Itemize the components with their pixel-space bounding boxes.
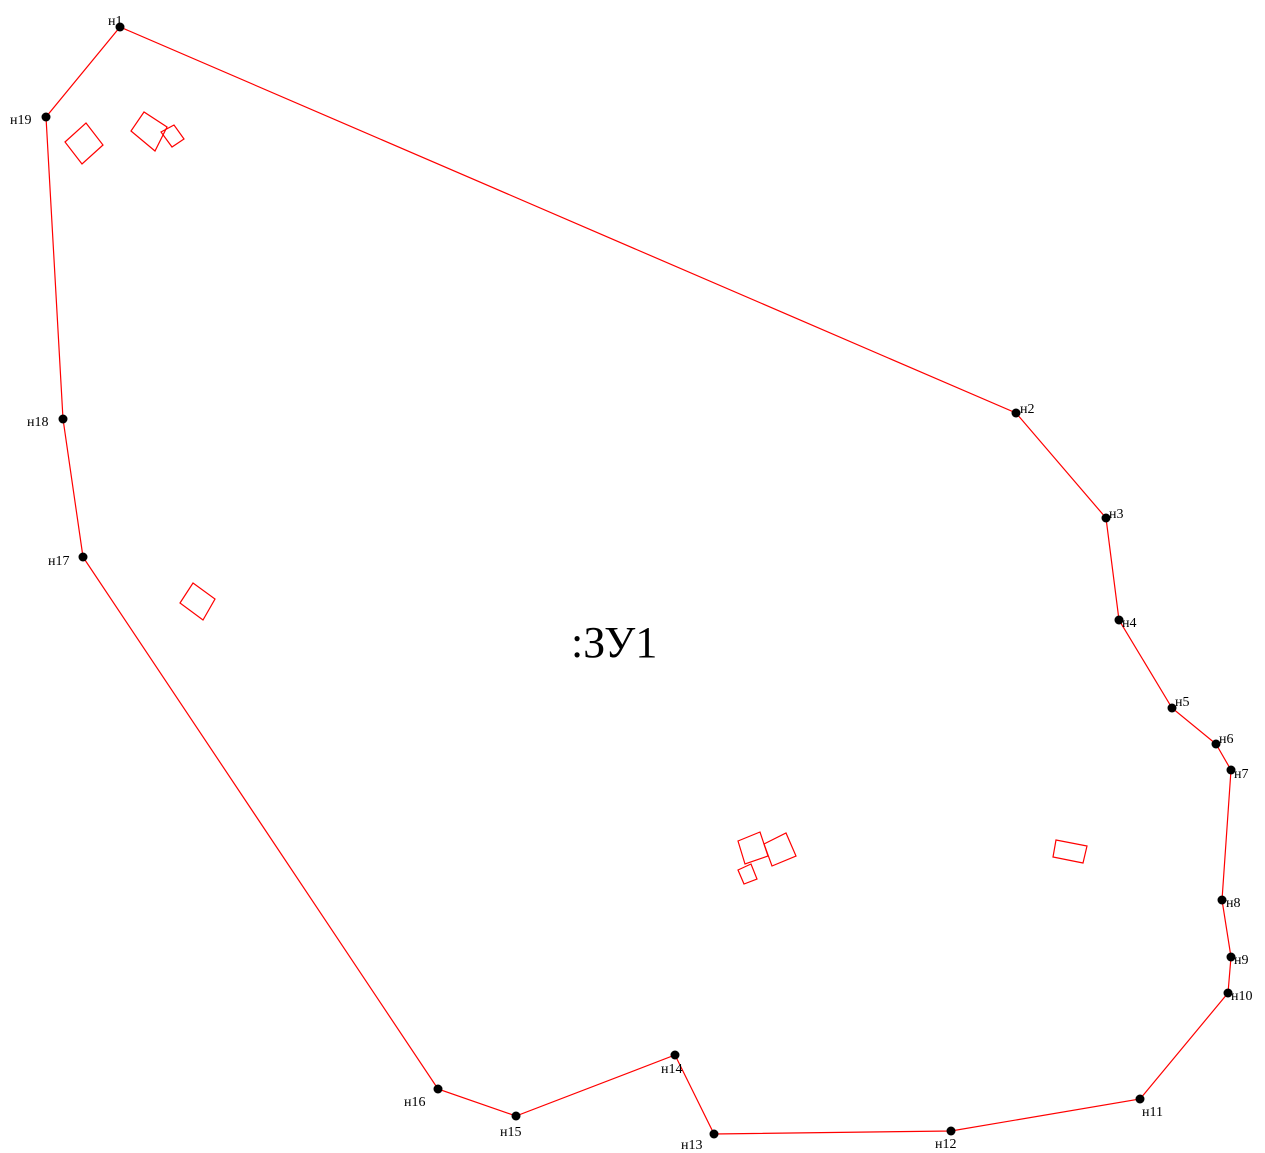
parcel-boundary	[45, 26, 1232, 1135]
vertex-label-v19: н19	[10, 113, 32, 128]
vertex-labels: н1 н2 н3 н4 н5 н6 н7 н8 н9 н10 н11 н12 н…	[10, 14, 1253, 1153]
vertex-point-v8	[1217, 895, 1227, 905]
vertex-label-v7: н7	[1234, 767, 1249, 782]
building-outline	[130, 111, 168, 152]
building-outline	[763, 832, 797, 867]
vertex-label-v12: н12	[935, 1137, 957, 1152]
vertex-point-v2	[1011, 408, 1021, 418]
vertex-point-v1	[115, 22, 125, 32]
vertex-point-v17	[78, 552, 88, 562]
building-outline	[737, 863, 758, 885]
vertex-label-v11: н11	[1142, 1105, 1163, 1120]
vertex-label-v14: н14	[661, 1062, 683, 1077]
vertex-point-v5	[1167, 703, 1177, 713]
vertex-point-v10	[1223, 988, 1233, 998]
vertex-point-v9	[1226, 952, 1236, 962]
building-outline	[160, 124, 185, 148]
vertex-label-v5: н5	[1175, 695, 1190, 710]
vertex-label-v17: н17	[48, 554, 70, 569]
vertex-point-v14	[670, 1050, 680, 1060]
vertex-label-v4: н4	[1122, 616, 1137, 631]
building-outline	[179, 582, 216, 621]
vertex-point-v11	[1135, 1094, 1145, 1104]
vertex-point-v3	[1101, 513, 1111, 523]
building-outline	[737, 831, 769, 865]
vertex-label-v2: н2	[1020, 402, 1035, 417]
vertex-point-v4	[1114, 615, 1124, 625]
vertex-point-v18	[58, 414, 68, 424]
vertex-label-v10: н10	[1231, 989, 1253, 1004]
vertex-markers	[41, 22, 1236, 1139]
vertex-point-v6	[1211, 739, 1221, 749]
vertex-label-v16: н16	[404, 1095, 426, 1110]
building-outline	[64, 122, 104, 165]
vertex-label-v18: н18	[27, 415, 49, 430]
structures	[64, 111, 1088, 885]
vertex-point-v16	[433, 1084, 443, 1094]
vertex-label-v9: н9	[1234, 953, 1249, 968]
vertex-point-v12	[946, 1126, 956, 1136]
vertex-label-v15: н15	[500, 1125, 522, 1140]
vertex-label-v8: н8	[1226, 896, 1241, 911]
vertex-point-v7	[1226, 765, 1236, 775]
parcel-label: :ЗУ1	[571, 618, 657, 667]
building-outline	[1052, 839, 1088, 864]
vertex-point-v13	[709, 1129, 719, 1139]
vertex-point-v15	[511, 1111, 521, 1121]
vertex-label-v6: н6	[1219, 732, 1234, 747]
vertex-label-v1: н1	[108, 14, 123, 29]
vertex-label-v13: н13	[681, 1138, 703, 1153]
vertex-label-v3: н3	[1109, 507, 1124, 522]
vertex-point-v19	[41, 112, 51, 122]
